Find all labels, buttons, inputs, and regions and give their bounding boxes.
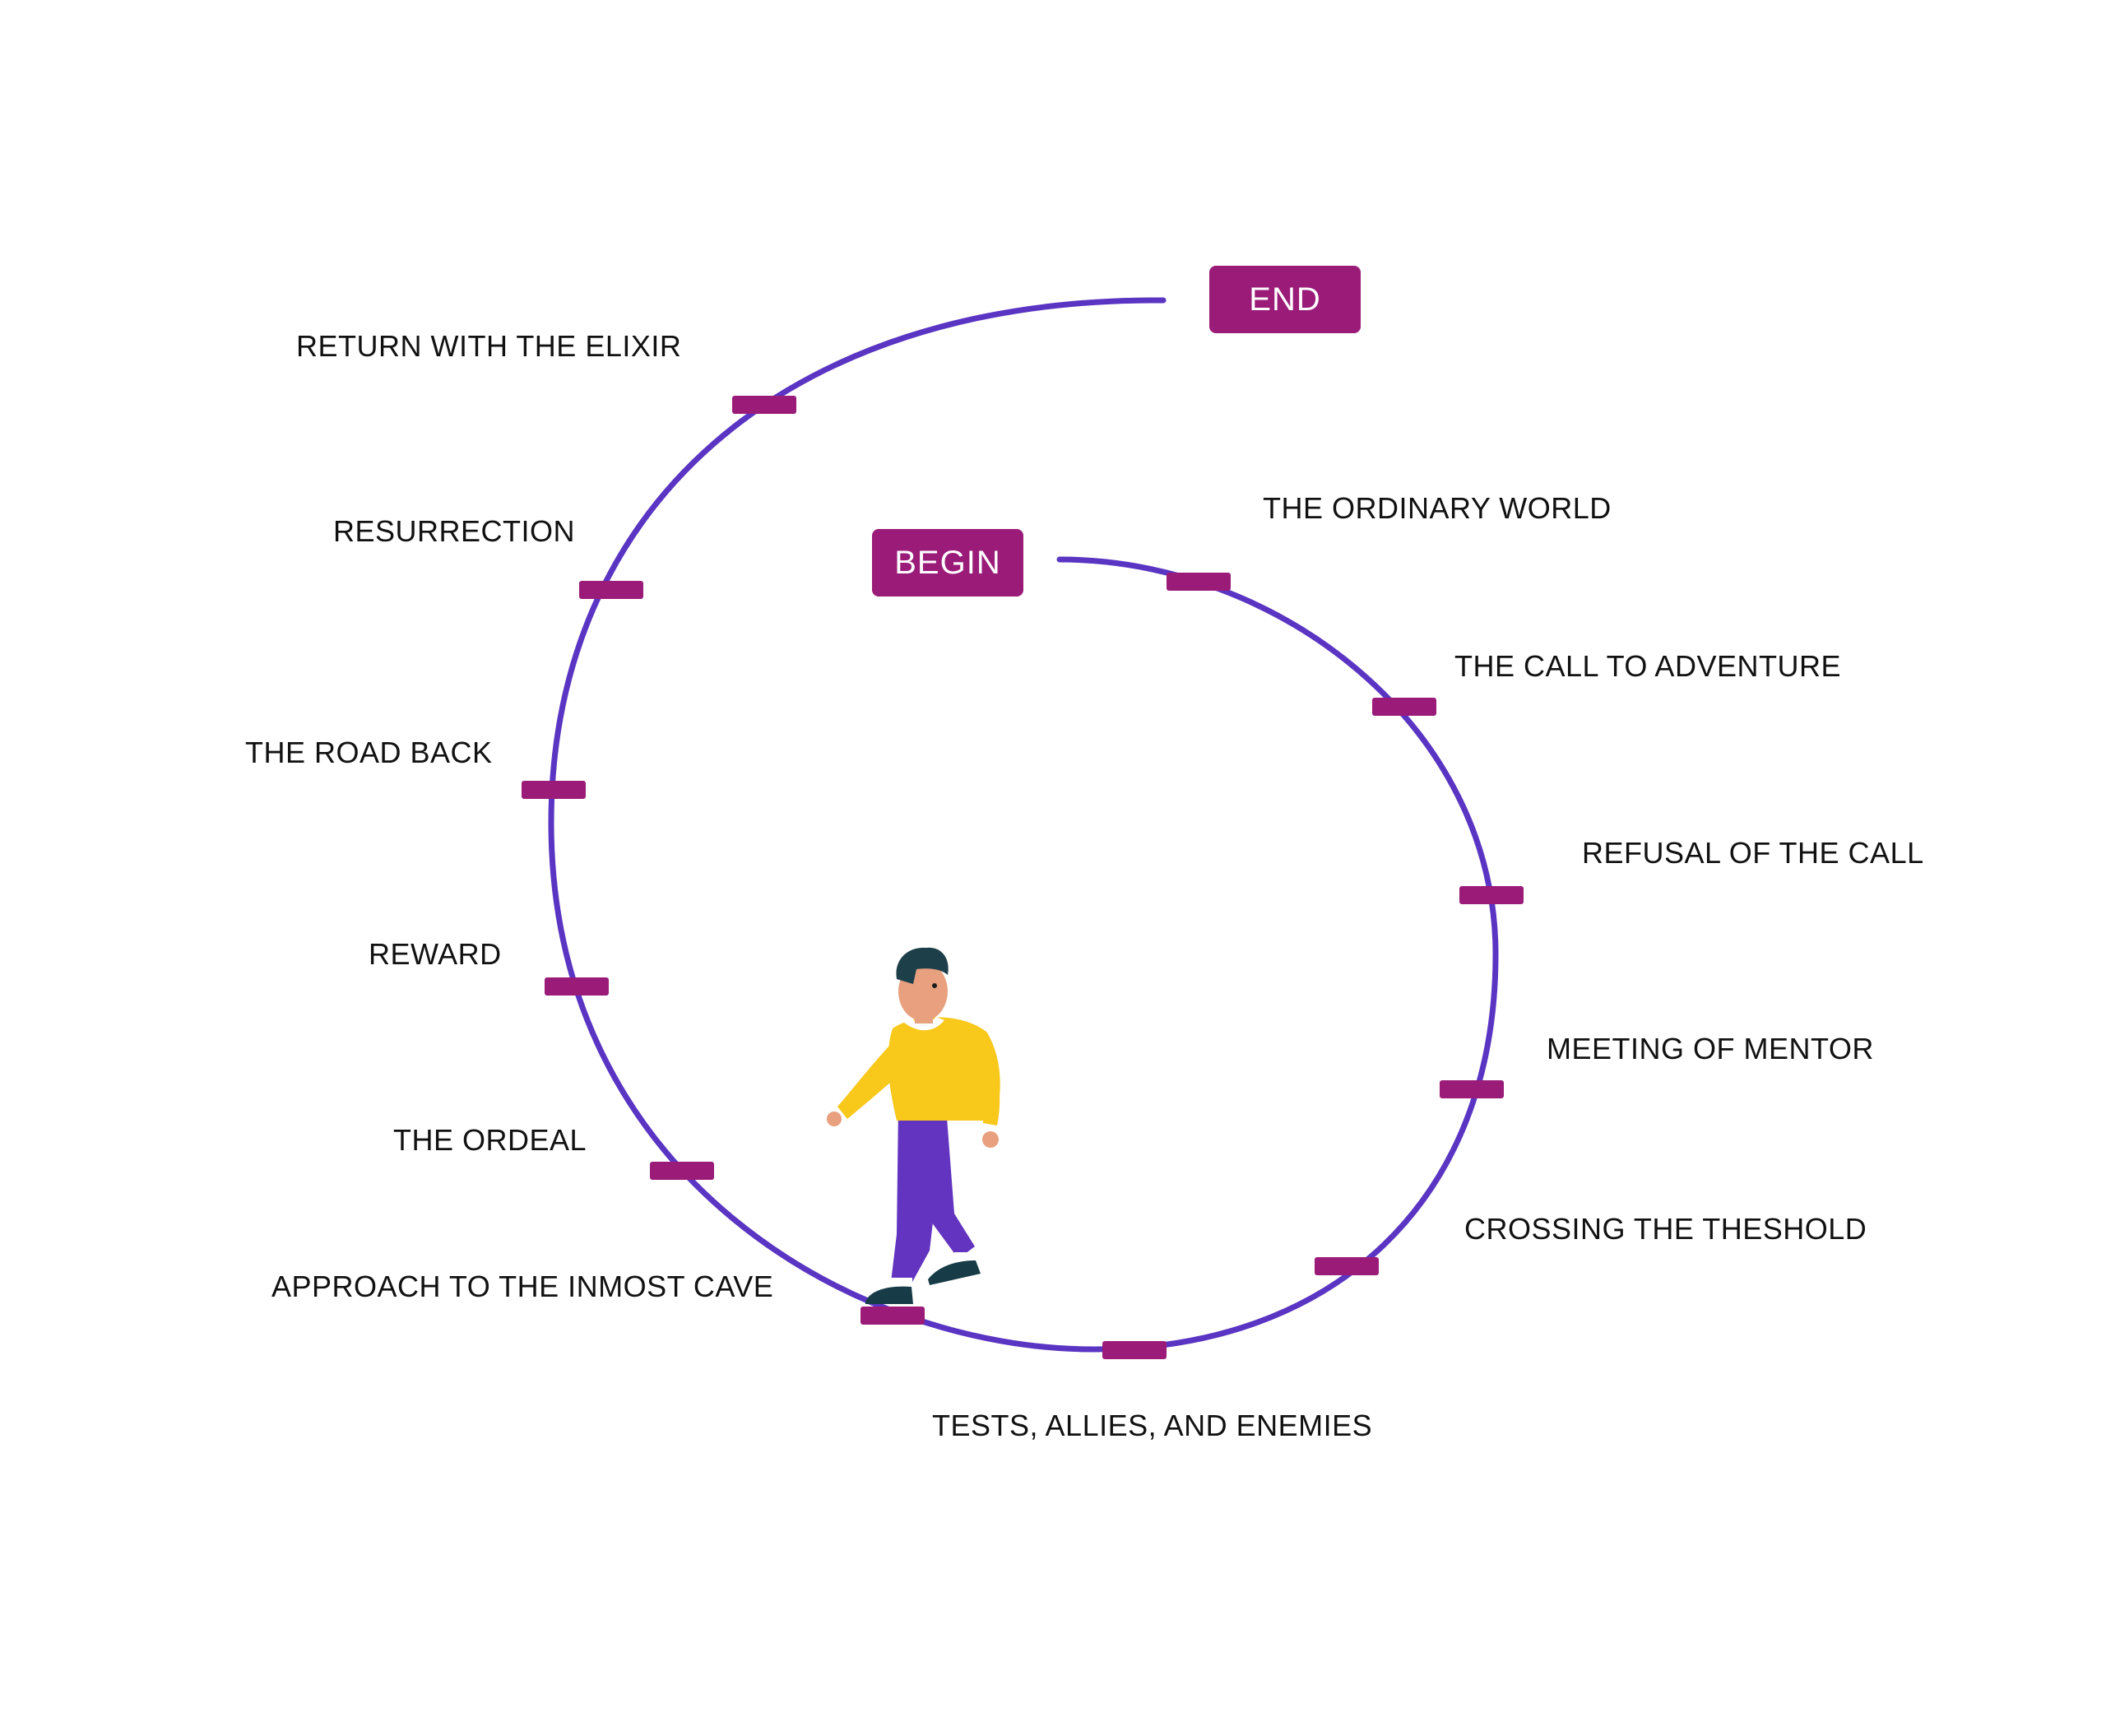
marker-road-back (522, 781, 586, 799)
stage-label-refusal-of-call: REFUSAL OF THE CALL (1582, 836, 1924, 870)
walking-person-icon (827, 947, 1000, 1304)
marker-meeting-of-mentor (1440, 1080, 1504, 1098)
stage-label-return-elixir: RETURN WITH THE ELIXIR (296, 329, 682, 363)
stage-label-ordeal: THE ORDEAL (393, 1123, 587, 1157)
stage-label-call-to-adventure: THE CALL TO ADVENTURE (1454, 649, 1841, 683)
marker-ordeal (650, 1162, 714, 1180)
stage-label-crossing-threshold: CROSSING THE THESHOLD (1464, 1212, 1867, 1246)
stage-markers (522, 396, 1524, 1359)
marker-tests-allies-enemies (1102, 1341, 1167, 1359)
end-badge: END (1209, 266, 1361, 333)
marker-approach-inmost-cave (860, 1307, 925, 1325)
marker-return-elixir (732, 396, 796, 414)
stage-label-reward: REWARD (369, 937, 502, 971)
marker-ordinary-world (1167, 573, 1231, 591)
spiral-path (548, 297, 1499, 1353)
marker-crossing-threshold (1315, 1257, 1379, 1275)
stage-label-road-back: THE ROAD BACK (245, 736, 493, 769)
stage-label-meeting-of-mentor: MEETING OF MENTOR (1547, 1032, 1874, 1065)
stage-label-approach-inmost-cave: APPROACH TO THE INMOST CAVE (271, 1270, 774, 1303)
stage-label-ordinary-world: THE ORDINARY WORLD (1263, 491, 1612, 525)
begin-badge: BEGIN (872, 529, 1023, 596)
stage-label-tests-allies-enemies: TESTS, ALLIES, AND ENEMIES (932, 1409, 1373, 1442)
marker-refusal-of-call (1459, 886, 1524, 904)
marker-reward (545, 977, 609, 996)
marker-call-to-adventure (1372, 698, 1436, 716)
marker-resurrection (579, 581, 643, 599)
stage-label-resurrection: RESURRECTION (333, 514, 576, 548)
